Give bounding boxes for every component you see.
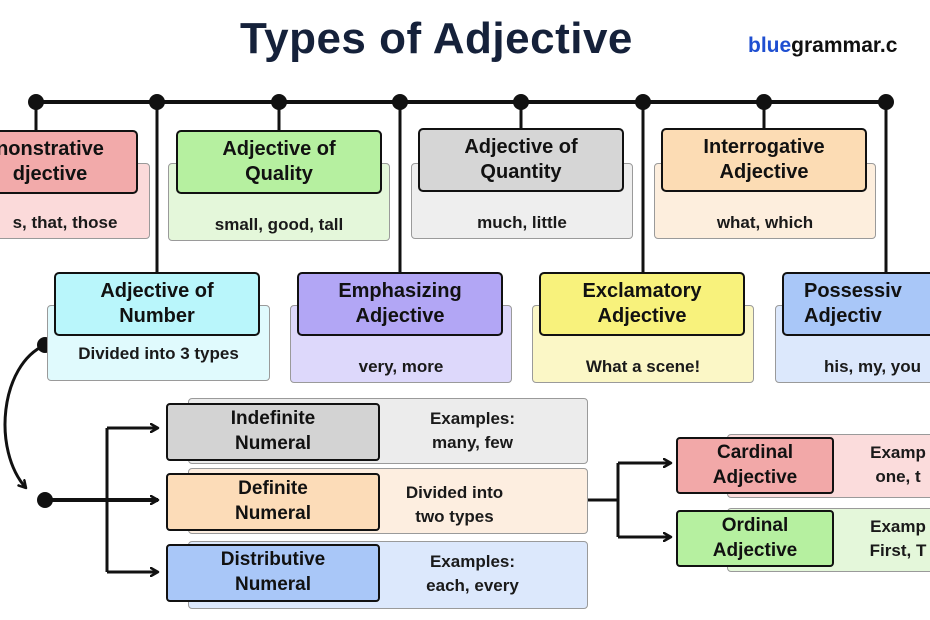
examples-quantity: much, little: [477, 213, 567, 232]
examples-demonstrative: s, that, those: [12, 213, 118, 232]
examples-exclamatory: What a scene!: [585, 357, 701, 376]
junction-dot: [513, 94, 529, 110]
junction-dot: [756, 94, 772, 110]
text-indefinite: Examples:many, few: [429, 409, 516, 452]
junction-dot: [878, 94, 894, 110]
page-title: Types of Adjective: [240, 14, 633, 63]
junction-dot: [149, 94, 165, 110]
junction-dot: [37, 492, 53, 508]
junction-dot: [28, 94, 44, 110]
examples-number: Divided into 3 types: [78, 344, 239, 363]
brand-logo: bluegrammar.c: [748, 34, 897, 58]
junction-dot: [271, 94, 287, 110]
text-distributive: Examples:each, every: [426, 552, 519, 595]
junction-dot: [635, 94, 651, 110]
brand-part-grammar: grammar.c: [791, 34, 898, 57]
brand-part-blue: blue: [748, 34, 792, 57]
examples-possessive: his, my, you: [824, 357, 921, 376]
examples-quality: small, good, tall: [214, 215, 344, 234]
examples-interrogative: what, which: [716, 213, 814, 232]
curved-arrow: [3, 343, 46, 488]
examples-emphasizing: very, more: [358, 357, 444, 376]
junction-dot: [392, 94, 408, 110]
